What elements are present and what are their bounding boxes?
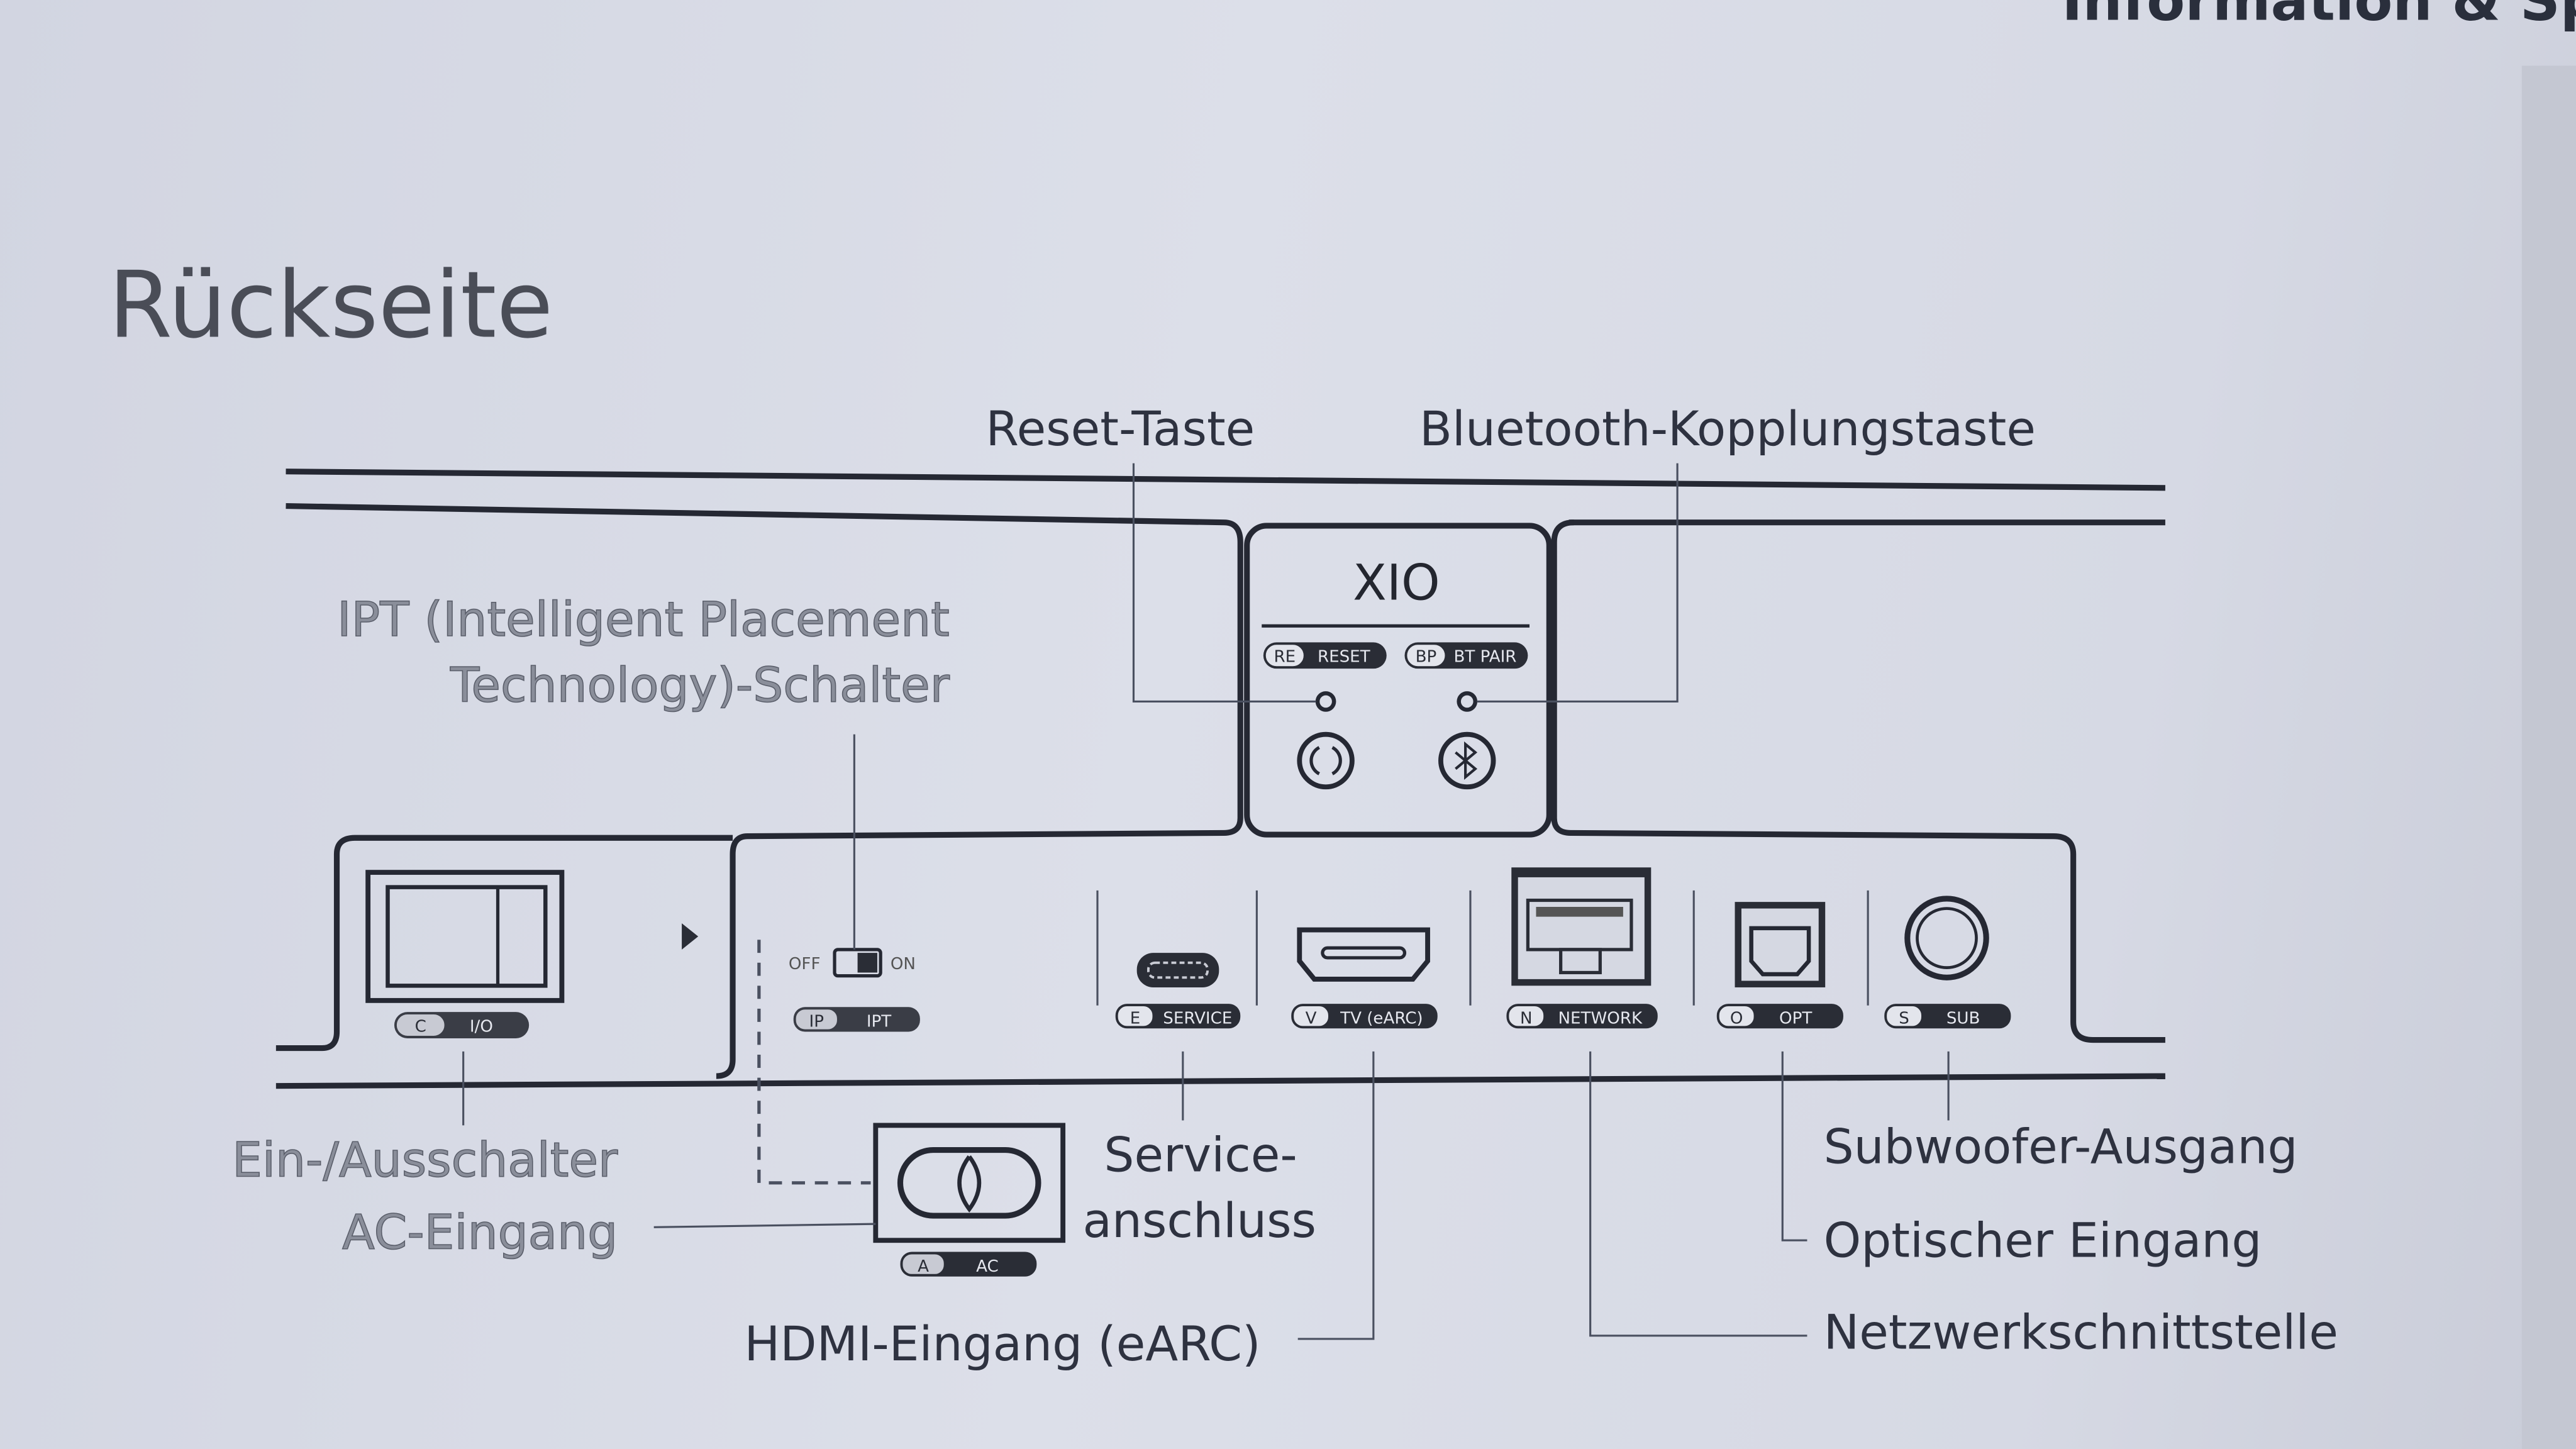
port-dividers: [1096, 890, 1869, 1006]
pill-key: O: [1730, 1009, 1743, 1028]
pill-key: S: [1899, 1009, 1909, 1028]
leader-lines: [462, 463, 1950, 1340]
ipt-on-label: ON: [891, 955, 916, 974]
pill-label: OPT: [1779, 1009, 1813, 1028]
opt-pill: O OPT: [1716, 1004, 1843, 1029]
callout-sub: Subwoofer-Ausgang: [1824, 1119, 2298, 1174]
reset-led-icon: [1315, 691, 1336, 712]
pill-label: NETWORK: [1558, 1009, 1643, 1028]
soundbar-outline: [275, 469, 2165, 1089]
ac-inlet-icon[interactable]: [873, 1123, 1066, 1243]
arrow-icon: [682, 923, 699, 950]
callout-service-line2: anschluss: [1082, 1193, 1316, 1248]
bt-led-icon: [1457, 691, 1478, 712]
pill-key: BP: [1416, 648, 1437, 667]
pill-key: E: [1130, 1009, 1141, 1028]
pill-key: C: [415, 1017, 426, 1036]
control-panel: [1244, 523, 1552, 838]
page-title: Rückseite: [108, 252, 553, 359]
bluetooth-icon[interactable]: [1438, 731, 1496, 790]
optical-port-icon[interactable]: [1735, 902, 1826, 987]
network-pill: N NETWORK: [1506, 1004, 1658, 1029]
power-switch-icon[interactable]: [365, 870, 565, 1003]
callout-ipt-line2: Technology)-Schalter: [450, 657, 950, 713]
subwoofer-jack-icon[interactable]: [1904, 896, 1989, 980]
sub-pill: S SUB: [1884, 1004, 2011, 1029]
bt-pair-pill: BP BT PAIR: [1404, 642, 1528, 669]
ipt-pill: IP IPT: [793, 1007, 920, 1032]
callout-network: Netzwerkschnittstelle: [1824, 1305, 2338, 1360]
pill-key: N: [1520, 1009, 1533, 1028]
pill-label: AC: [976, 1257, 999, 1276]
pill-label: TV (eARC): [1340, 1009, 1423, 1028]
callout-ac: AC-Eingang: [342, 1204, 618, 1260]
pill-label: SERVICE: [1163, 1009, 1232, 1028]
ipt-off-label: OFF: [789, 955, 821, 974]
callout-hdmi: HDMI-Eingang (eARC): [744, 1316, 1260, 1372]
pill-label: RESET: [1318, 648, 1371, 667]
callout-service-line1: Service-: [1104, 1128, 1297, 1183]
ethernet-port-icon[interactable]: [1511, 867, 1652, 986]
reset-icon[interactable]: [1297, 731, 1355, 790]
service-pill: E SERVICE: [1115, 1004, 1241, 1029]
pill-label: SUB: [1946, 1009, 1980, 1028]
pill-label: I/O: [470, 1017, 493, 1036]
brand-logo: XIO: [1353, 554, 1440, 611]
page-edge: [2521, 65, 2576, 1449]
callout-bt-pair: Bluetooth-Kopplungstaste: [1419, 401, 2036, 457]
ac-pill: A AC: [900, 1252, 1037, 1277]
pill-key: V: [1306, 1009, 1317, 1028]
pill-key: RE: [1274, 648, 1296, 667]
pill-label: BT PAIR: [1454, 648, 1517, 667]
reset-pill: RE RESET: [1263, 642, 1387, 669]
tv-earc-pill: V TV (eARC): [1291, 1004, 1438, 1029]
ipt-switch[interactable]: OFF ON: [789, 948, 916, 978]
power-pill: C I/O: [394, 1012, 530, 1038]
callout-reset: Reset-Taste: [985, 401, 1255, 457]
pill-key: IP: [809, 1013, 824, 1031]
pill-key: A: [918, 1257, 929, 1276]
callout-ipt-line1: IPT (Intelligent Placement: [337, 592, 950, 647]
page-header-partial: Information & Spec: [2062, 0, 2576, 33]
usb-c-port-icon[interactable]: [1136, 953, 1219, 987]
callout-power: Ein-/Ausschalter: [232, 1132, 618, 1187]
callout-optical: Optischer Eingang: [1824, 1213, 2262, 1268]
pill-label: IPT: [867, 1013, 892, 1031]
hdmi-port-icon[interactable]: [1297, 927, 1430, 982]
